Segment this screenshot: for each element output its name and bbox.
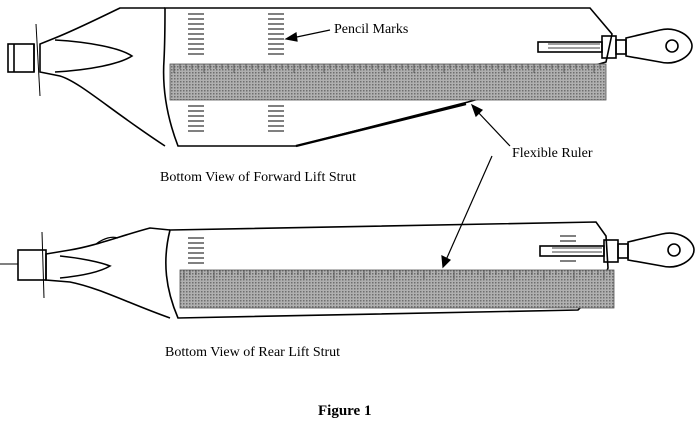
forward-lift-strut [7,7,693,148]
flexible-ruler-label: Flexible Ruler [512,146,593,161]
forward-flexible-ruler [169,63,607,101]
forward-fork-stem [537,41,603,53]
forward-end-bolt [7,43,35,73]
rear-fork-stem [539,245,605,257]
forward-rod-end [625,28,693,64]
rear-end-bolt [17,249,47,281]
rear-root-fitting [45,227,171,319]
rear-flexible-ruler [179,269,615,309]
forward-root-cone [54,39,134,73]
rear-strut-label: Bottom View of Rear Lift Strut [165,345,341,360]
rear-pencil-marks [188,235,576,264]
forward-pencil-marks [188,13,284,132]
rear-rod-end [627,232,695,268]
figure-caption: Figure 1 [318,403,372,419]
forward-strut-taper [295,102,467,148]
leader-arrows [284,29,511,269]
forward-strut-label: Bottom View of Forward Lift Strut [160,170,357,185]
pencil-marks-label: Pencil Marks [334,22,409,37]
forward-root-fitting [39,7,166,147]
